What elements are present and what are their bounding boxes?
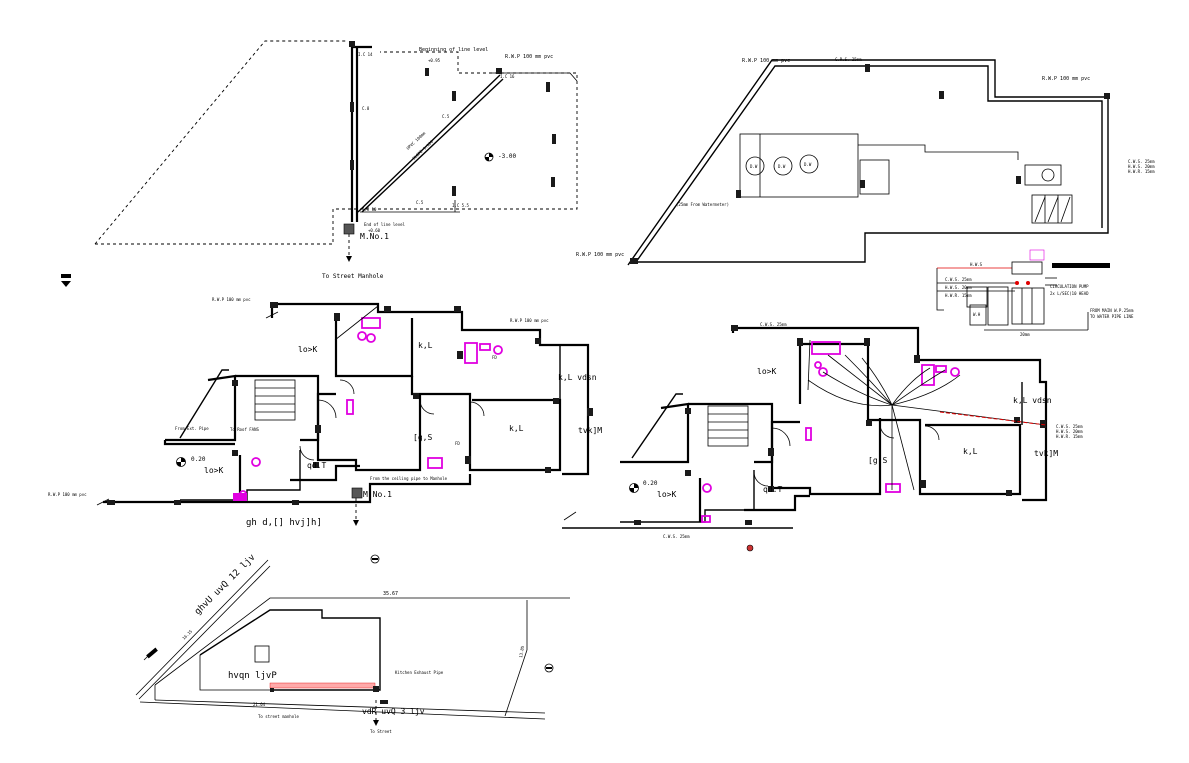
crs-label: C.R.S. 25mm bbox=[835, 57, 862, 62]
gf-rwp-top: R.W.P 100 mm pvc bbox=[212, 297, 251, 302]
pipe-line-label: TO WATER PIPE LINE bbox=[1090, 314, 1134, 319]
room-r-label-6: lo>K bbox=[657, 490, 676, 499]
level-marker-icon bbox=[176, 457, 186, 467]
rwp-right-label: R.W.P 100 mm pvc bbox=[1042, 76, 1090, 82]
room-label-2: k,L bbox=[418, 341, 433, 350]
room-r-label-2: k,L vdsn bbox=[1013, 396, 1052, 405]
ground-floor-left: 0.20 lo>K k,L [g,S k,L k,L vdsn qd.T lo>… bbox=[48, 297, 602, 528]
water-supply-plan: D.W D.W D.W R.W.P 100 mm pvc R.W.P 100 m… bbox=[576, 57, 1155, 266]
gf-r-crs: C.W.S. 25mm bbox=[760, 322, 787, 327]
plot-dim-left: 21.04 bbox=[253, 702, 266, 707]
tank-label-2: D.W bbox=[778, 164, 786, 169]
hws-label: H.W.S bbox=[970, 262, 983, 267]
gf-left-level: 0.20 bbox=[191, 456, 206, 463]
level-text: -3.00 bbox=[498, 153, 516, 160]
room-label-7: lo>K bbox=[204, 466, 223, 475]
gf-note: From Ext. Pipe bbox=[175, 426, 209, 431]
from-meter-label: (25mm From Watermeter) bbox=[676, 202, 729, 207]
beginning-label: Beginning of line level bbox=[419, 47, 488, 53]
rwp-bottom-label: R.W.P 100 mm pvc bbox=[576, 252, 624, 258]
room-label-8: tvk]M bbox=[578, 426, 602, 435]
tank-label-3: D.W bbox=[804, 162, 812, 167]
size-label: 20mm bbox=[1020, 332, 1030, 337]
beginning-level: +0.95 bbox=[428, 58, 441, 63]
to-street-label: To Street Manhole bbox=[322, 273, 384, 280]
schematic-line-1: C.W.S. 25mm bbox=[945, 277, 972, 282]
gf-roof-fans: To Roof FANS bbox=[230, 427, 259, 432]
bottom-label: vdR uvQ 3 ljv bbox=[362, 707, 425, 716]
right-note-1: C.W.S. 25mm bbox=[1128, 159, 1155, 164]
manhole-icon bbox=[343, 223, 355, 235]
ic10-label: I.C 10 bbox=[362, 207, 377, 212]
rwp-left-label: R.W.P 100 mm pvc bbox=[742, 58, 790, 64]
top-dim: 35.67 bbox=[383, 591, 398, 597]
from-main-label: FROM MAIN W.P.25mm bbox=[1090, 308, 1134, 313]
gf-rwp-bottom: R.W.P 100 mm pvc bbox=[48, 492, 87, 497]
gf-r-note-3: H.W.R. 15mm bbox=[1056, 434, 1083, 439]
schematic-line-2: H.W.S. 20mm bbox=[945, 285, 972, 290]
level-marker-icon bbox=[484, 152, 494, 162]
gf-r-note-1: C.W.S. 25mm bbox=[1056, 424, 1083, 429]
gf-r-crs-bottom: C.W.S. 25mm bbox=[663, 534, 690, 539]
pump-label: CIRCULATION PUMP bbox=[1050, 284, 1089, 289]
point-marker-icon bbox=[746, 544, 754, 552]
schematic-line-3: H.W.R. 15mm bbox=[945, 293, 972, 298]
north-arrow-icon bbox=[61, 274, 71, 287]
ic14-label: I.C 14 bbox=[358, 52, 373, 57]
end-label: End of line level bbox=[364, 222, 406, 227]
manhole-label: M.No.1 bbox=[360, 232, 389, 241]
room-r-label-3: [g,S bbox=[868, 456, 887, 465]
room-r-label-1: lo>K bbox=[757, 367, 776, 376]
to-manhole-label: To street manhole bbox=[258, 714, 300, 719]
gf-manhole-label: M.No.1 bbox=[363, 490, 392, 499]
plot-plan: ghvU uvQ 12 ljv 16.15 35.67 13.85 hvqn l… bbox=[135, 553, 570, 734]
ground-floor-right: 0.20 lo>K k,L vdsn [g,S k,L qd.T lo>K tv… bbox=[562, 322, 1083, 539]
gf-rwp-right: R.W.P 100 mm pvc bbox=[510, 318, 549, 323]
room-label-6: qd.T bbox=[307, 461, 326, 470]
room-label-4: k,L bbox=[509, 424, 524, 433]
plot-small-note: Kitchen Exhaust Pipe bbox=[395, 670, 444, 675]
road-label: ghvU uvQ 12 ljv bbox=[193, 553, 258, 618]
north-arrow-icon bbox=[143, 647, 158, 661]
room-r-label-4: k,L bbox=[963, 447, 978, 456]
rwp-label: R.W.P 100 mm pvc bbox=[505, 54, 553, 60]
house-label: hvqn ljvP bbox=[228, 671, 277, 681]
c5b-label: C.5 bbox=[416, 200, 424, 205]
side-dim: 16.15 bbox=[181, 628, 193, 640]
section-symbol-icon bbox=[370, 554, 380, 564]
gf-fd-label: FD bbox=[455, 441, 460, 446]
room-label-5: k,L vdsn bbox=[558, 373, 597, 382]
heater-label: W.H bbox=[973, 312, 981, 317]
pump2-label: 2x L/SEC(10 HEAD bbox=[1050, 291, 1089, 296]
gf-fd2-label: FD bbox=[492, 355, 497, 360]
gf-right-level: 0.20 bbox=[643, 480, 658, 487]
gf-left-caption: gh d,[] hvj]h] bbox=[246, 518, 322, 528]
c5-label: C.5 bbox=[442, 114, 450, 119]
to-street-label-2: To Street bbox=[370, 729, 392, 734]
room-label-1: lo>K bbox=[298, 345, 317, 354]
ic55-label: I.C 5.5 bbox=[452, 203, 469, 208]
c8-label: C.8 bbox=[362, 106, 370, 111]
right-note-3: H.W.R. 15mm bbox=[1128, 169, 1155, 174]
site-drainage-plan: -3.00 M.No.1 To Street Manhole Beginning… bbox=[94, 40, 578, 280]
right-note-2: H.W.S. 20mm bbox=[1128, 164, 1155, 169]
gf-r-note-2: H.W.S. 20mm bbox=[1056, 429, 1083, 434]
gf-ceiling-note: From the ceiling pipe to Manhole bbox=[370, 476, 448, 481]
hot-water-schematic: H.W.S C.W.S. 25mm H.W.S. 20mm H.W.R. 15m… bbox=[936, 249, 1134, 337]
room-r-label-7: tvk]M bbox=[1034, 449, 1058, 458]
level-marker-icon bbox=[629, 483, 639, 493]
level-marker-icon bbox=[544, 663, 554, 673]
right-dim: 13.85 bbox=[518, 645, 525, 658]
ic16-label: I.C 16 bbox=[500, 74, 515, 79]
room-label-3: [g,S bbox=[413, 433, 432, 442]
end-level: +0.60 bbox=[368, 228, 381, 233]
room-r-label-5: qd.T bbox=[763, 485, 782, 494]
tank-label-1: D.W bbox=[750, 164, 758, 169]
